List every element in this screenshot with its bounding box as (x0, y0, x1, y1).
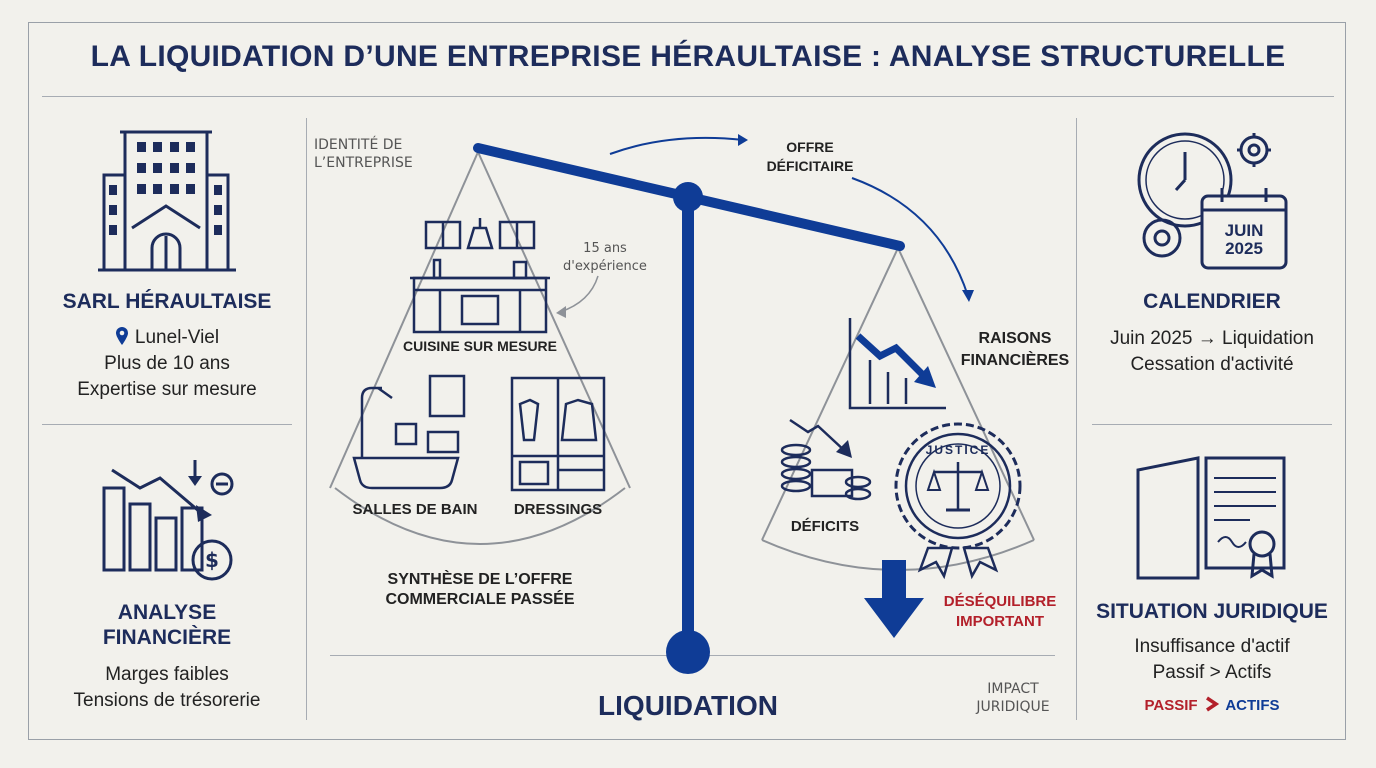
left-pan (334, 487, 626, 545)
svg-text:$: $ (205, 548, 219, 572)
justice-seal-icon (894, 422, 1022, 580)
offer-label: OFFRE DÉFICITAIRE (750, 138, 870, 176)
experience-note: 15 ans d'expérience (555, 240, 655, 276)
finance-cash-tension: Tensions de trésorerie (73, 690, 261, 711)
left-section-divider (42, 424, 292, 425)
location-pin-icon (115, 326, 129, 346)
kitchen-label: CUISINE SUR MESURE (402, 338, 558, 354)
right-pan-strings (761, 247, 1035, 541)
reasons-line2: FINANCIÈRES (960, 352, 1070, 369)
offer-line2: DÉFICITAIRE (766, 158, 854, 174)
company-location: Lunel-Viel (134, 327, 220, 348)
company-expertise: Expertise sur mesure (77, 379, 257, 400)
synthesis-line2: COMMERCIALE PASSÉE (385, 591, 575, 608)
chevron-right-icon (1204, 696, 1220, 712)
liquidation-label: LIQUIDATION (598, 690, 778, 721)
legal-insufficiency: Insuffisance d'actif (1134, 636, 1290, 657)
impact-label: IMPACT JURIDIQUE (958, 680, 1068, 716)
reasons-label: RAISONS FINANCIÈRES (950, 328, 1080, 372)
arrow-to-offer (609, 136, 745, 155)
decline-arrow (855, 333, 927, 379)
calendar-badge-month: JUIN (1225, 221, 1264, 240)
synthesis-label: SYNTHÈSE DE L’OFFRE COMMERCIALE PASSÉE (360, 570, 600, 610)
reasons-line1: RAISONS (978, 330, 1052, 347)
wardrobe-icon (510, 376, 606, 492)
experience-label: d'expérience (563, 259, 647, 274)
declining-chart-icon (848, 318, 946, 410)
legal-title: SITUATION JURIDIQUE (1096, 600, 1328, 623)
left-column-divider (306, 118, 307, 720)
right-column-divider (1076, 118, 1077, 720)
calendar-badge-year: 2025 (1225, 239, 1263, 258)
page-frame (28, 22, 1346, 740)
dressings-label: DRESSINGS (513, 501, 603, 518)
bathrooms-label: SALLES DE BAIN (352, 501, 478, 518)
calendar-title: CALENDRIER (1143, 290, 1281, 313)
bathtub-icon (352, 374, 466, 490)
impact-line2: JURIDIQUE (976, 699, 1050, 715)
money-pile-icon (780, 418, 872, 501)
kitchen-icon (410, 218, 550, 334)
finance-title-line1: ANALYSE (117, 601, 217, 624)
scale-pillar (682, 196, 694, 646)
justice-seal-text: JUSTICE (926, 443, 991, 457)
offer-line1: OFFRE (786, 139, 834, 155)
right-section-divider (1092, 424, 1332, 425)
passif-actifs-badge: PASSIF ACTIFS (1092, 696, 1332, 714)
actifs-label: ACTIFS (1225, 697, 1280, 714)
finance-margins: Marges faibles (105, 664, 229, 685)
title-divider (42, 96, 1334, 97)
page-title: LA LIQUIDATION D’UNE ENTREPRISE HÉRAULTA… (90, 40, 1286, 73)
imbalance-line2: IMPORTANT (955, 613, 1045, 630)
arrow-to-reasons (851, 177, 969, 297)
passif-label: PASSIF (1144, 697, 1198, 714)
imbalance-line1: DÉSÉQUILIBRE (943, 593, 1057, 610)
scale-base (666, 630, 710, 674)
legal-liabilities-vs-assets: Passif > Actifs (1152, 662, 1272, 683)
identity-label-line1: IDENTITÉ DE (314, 137, 403, 153)
scale-pivot (673, 182, 703, 212)
synthesis-line1: SYNTHÈSE DE L’OFFRE (387, 571, 573, 588)
company-location-row: Lunel-Viel (42, 325, 292, 351)
calendar-liquidation-date: Juin 2025 → Liquidation (1110, 328, 1314, 349)
imbalance-down-arrow (864, 560, 924, 638)
experience-years: 15 ans (583, 241, 627, 256)
company-name: SARL HÉRAULTAISE (62, 290, 272, 313)
identity-label: IDENTITÉ DE L’ENTREPRISE (314, 136, 434, 172)
impact-line1: IMPACT (987, 681, 1039, 697)
identity-label-line2: L’ENTREPRISE (314, 155, 413, 171)
finance-title-line2: FINANCIÈRE (102, 626, 232, 649)
calendar-cessation: Cessation d'activité (1130, 354, 1294, 375)
imbalance-label: DÉSÉQUILIBRE IMPORTANT (930, 592, 1070, 632)
deficits-label: DÉFICITS (790, 518, 860, 535)
finance-title: ANALYSE FINANCIÈRE (42, 600, 292, 650)
company-age: Plus de 10 ans (104, 353, 230, 374)
